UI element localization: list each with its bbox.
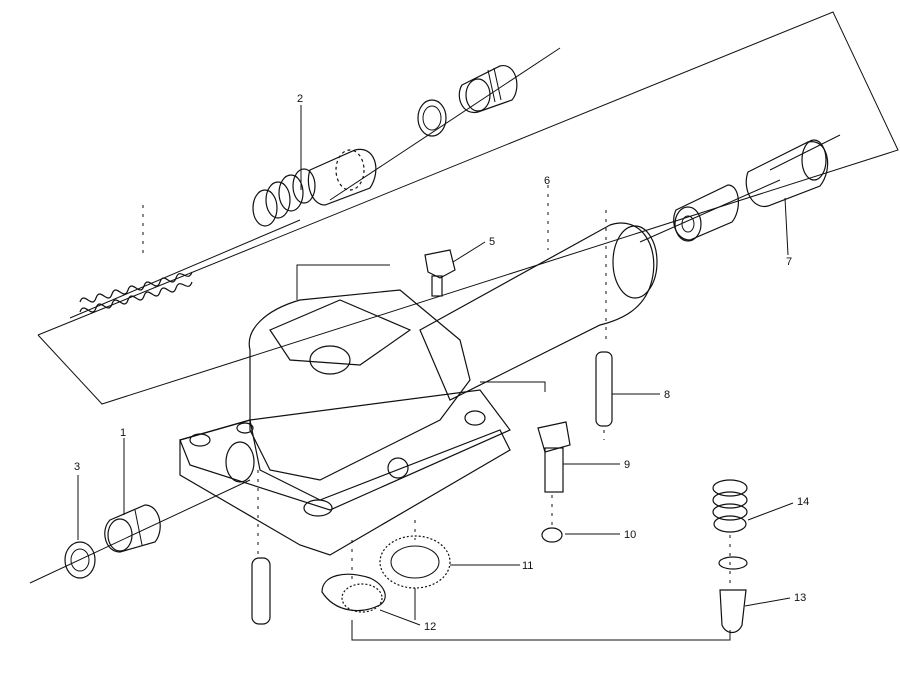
callout-5: 5 [489, 236, 495, 248]
bolt [537, 421, 571, 493]
callout-13: 13 [794, 592, 806, 604]
roll-pin [251, 557, 271, 625]
top-plug [458, 65, 518, 114]
small-spring [712, 479, 748, 533]
plunger [718, 556, 748, 634]
dowel-pin [595, 351, 613, 427]
callout-14: 14 [797, 496, 809, 508]
callout-9: 9 [624, 459, 630, 471]
callout-6: 6 [544, 175, 550, 187]
spool-end-piece [673, 184, 739, 242]
spring-and-retainer [252, 148, 377, 227]
callout-12: 12 [424, 621, 436, 633]
callout-1: 1 [120, 427, 126, 439]
left-plug [104, 504, 161, 553]
cap-ring [321, 573, 386, 613]
bearing-ring [379, 535, 451, 589]
callout-10: 10 [624, 529, 636, 541]
callout-labels: 2 5 6 7 8 9 10 11 12 13 14 3 1 [74, 93, 809, 633]
assembly-guides [142, 185, 731, 585]
callout-2: 2 [297, 93, 303, 105]
callout-3: 3 [74, 461, 80, 473]
callout-8: 8 [664, 389, 670, 401]
top-o-ring [417, 99, 447, 137]
knurled-sleeve [745, 139, 829, 207]
washer [541, 527, 563, 543]
leader-lines [77, 105, 794, 641]
spool-group-boundary [37, 11, 899, 405]
valve-housing [179, 222, 658, 556]
axis-lines [29, 47, 841, 584]
left-o-ring [64, 541, 96, 579]
callout-11: 11 [522, 560, 533, 572]
callout-7: 7 [786, 256, 792, 268]
small-fitting [424, 249, 456, 297]
long-spring [79, 271, 193, 313]
